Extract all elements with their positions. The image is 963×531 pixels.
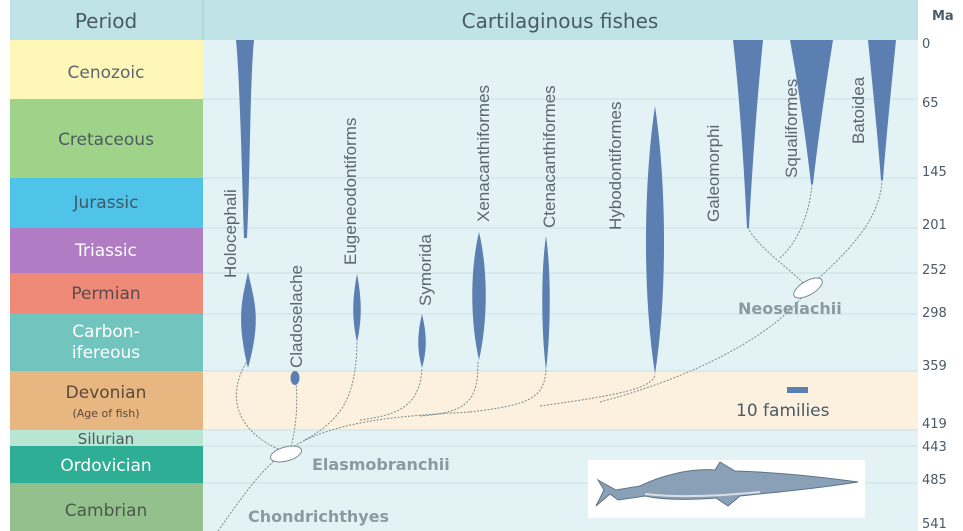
period-label-jurassic: Jurassic (73, 193, 139, 213)
legend-scale-swatch (787, 387, 808, 393)
header-period-label: Period (75, 9, 137, 33)
period-label-carboniferous-1: Carbon- (72, 322, 139, 342)
ma-tick-0: 0 (922, 37, 930, 52)
node-label-neoselachii: Neoselachii (738, 299, 842, 318)
ma-tick-65: 65 (922, 96, 939, 111)
clade-label-squaliformes: Squaliformes (782, 79, 801, 178)
ma-tick-252: 252 (922, 263, 947, 278)
period-label-permian: Permian (71, 284, 140, 304)
node-label-chondrichthyes: Chondrichthyes (248, 507, 389, 526)
period-label-carboniferous-2: ifereous (72, 343, 140, 363)
ma-tick-201: 201 (922, 218, 947, 233)
period-label-devonian: Devonian (66, 383, 147, 403)
clade-label-xenacanthiformes: Xenacanthiformes (474, 85, 493, 222)
spindle-cladoselache (291, 371, 300, 385)
clade-label-symorida: Symorida (416, 234, 435, 306)
period-column: Cenozoic Cretaceous Jurassic Triassic Pe… (10, 40, 203, 531)
period-label-cretaceous: Cretaceous (58, 130, 154, 150)
legend-scale-label: 10 families (736, 401, 830, 421)
clade-label-batoidea: Batoidea (849, 76, 868, 144)
clade-label-cladoselache: Cladoselache (287, 265, 306, 368)
ma-tick-485: 485 (922, 473, 947, 488)
ma-tick-419: 419 (922, 417, 947, 432)
shark-illustration (588, 460, 865, 518)
period-label-triassic: Triassic (74, 241, 137, 261)
period-label-ordovician: Ordovician (60, 456, 151, 476)
clade-label-eugeneodontiforms: Eugeneodontiforms (341, 118, 360, 265)
ma-tick-145: 145 (922, 165, 947, 180)
ma-tick-443: 443 (922, 440, 947, 455)
period-label-silurian: Silurian (78, 430, 134, 448)
period-label-cambrian: Cambrian (65, 501, 148, 521)
period-label-cenozoic: Cenozoic (68, 63, 145, 83)
ma-scale: 0 65 145 201 252 298 359 419 443 485 541 (922, 37, 947, 531)
clade-label-galeomorphi: Galeomorphi (704, 125, 723, 222)
header-group-label: Cartilaginous fishes (462, 9, 659, 33)
ma-tick-359: 359 (922, 359, 947, 374)
clade-label-ctenacanthiformes: Ctenacanthiformes (540, 85, 559, 228)
ma-tick-298: 298 (922, 306, 947, 321)
clade-label-holocephali: Holocephali (221, 189, 240, 278)
header-ma-label: Ma (932, 9, 954, 24)
node-label-elasmobranchii: Elasmobranchii (312, 455, 450, 474)
ma-tick-541: 541 (922, 517, 947, 531)
clade-label-hybodontiformes: Hybodontiformes (606, 101, 625, 230)
period-label-devonian-sub: (Age of fish) (72, 407, 139, 420)
